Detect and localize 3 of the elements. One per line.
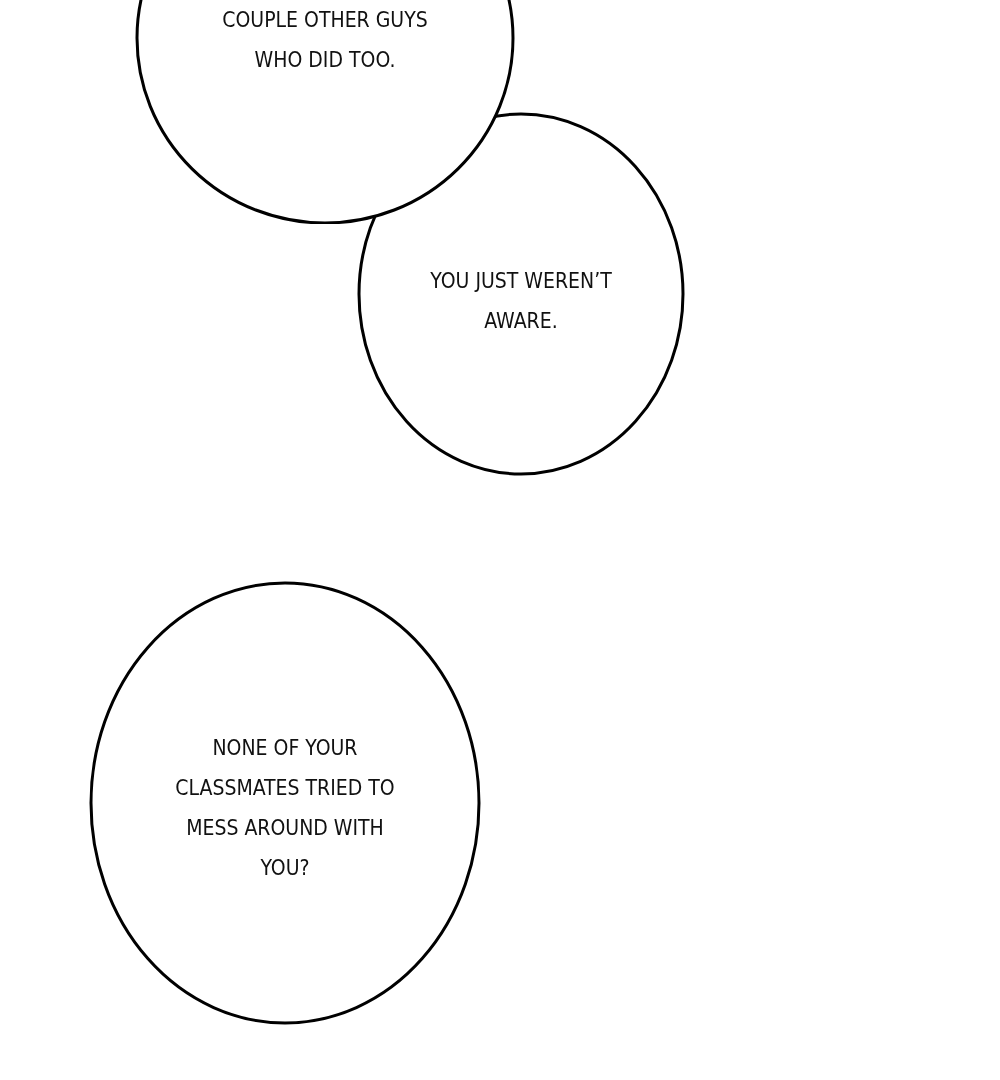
dialogue-text: NONE OF YOUR CLASSMATES TRIED TO MESS AROUND WITH YOU? [175,735,395,882]
dialogue-text: YOU JUST WEREN’T AWARE. [429,268,613,335]
dialogue-text: COUPLE OTHER GUYS WHO DID TOO. [221,7,429,74]
